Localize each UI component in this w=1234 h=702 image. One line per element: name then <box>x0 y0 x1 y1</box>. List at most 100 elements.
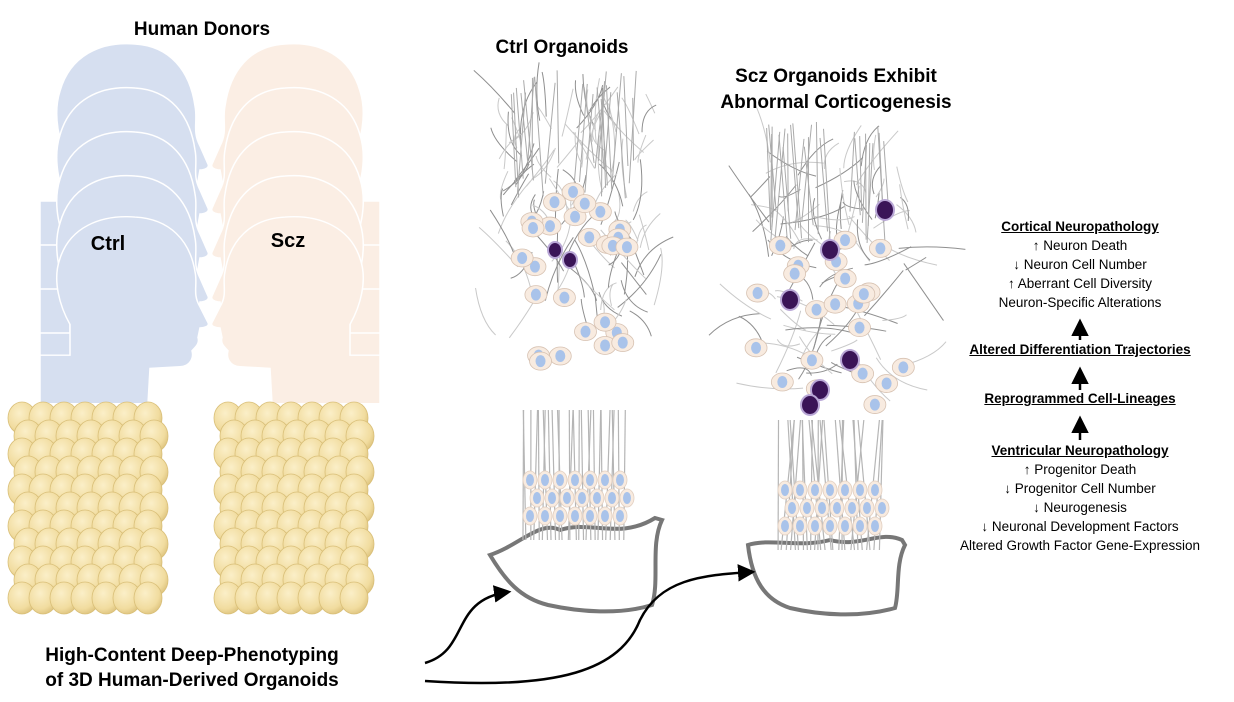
scz-organoid-grid <box>213 401 375 615</box>
progenitor-nucleus <box>586 474 594 486</box>
dendrite <box>896 166 909 203</box>
progenitor-nucleus <box>578 492 586 504</box>
dendrite <box>728 165 770 223</box>
method-caption-line2: of 3D Human-Derived Organoids <box>45 670 339 691</box>
radial-fiber <box>580 409 585 541</box>
cortical-item-2: ↓ Neuron Cell Number <box>1013 257 1147 272</box>
dendrite <box>541 71 547 117</box>
dendrite <box>860 125 880 167</box>
dendrite <box>500 188 504 217</box>
apical-dendrite <box>790 124 800 229</box>
neuron-nucleus <box>840 234 851 247</box>
neuron-nucleus <box>600 316 611 329</box>
apical-dendrite <box>849 131 855 212</box>
progenitor-nucleus <box>841 484 849 496</box>
dendrite <box>473 69 516 114</box>
dendrite <box>882 314 907 322</box>
apical-dendrite <box>766 128 772 231</box>
apical-dendrite <box>602 96 607 188</box>
apical-dendrite <box>865 133 867 240</box>
dendrite <box>576 85 604 129</box>
progenitor-nucleus <box>803 502 811 514</box>
progenitor-nucleus <box>811 520 819 532</box>
dendrite <box>645 93 656 114</box>
dendrite <box>819 267 853 288</box>
progenitor-nucleus <box>848 502 856 514</box>
progenitor-nucleus <box>811 484 819 496</box>
dendrite <box>603 110 645 153</box>
dendrite <box>629 310 652 337</box>
progenitor-nucleus <box>781 484 789 496</box>
dendrite <box>856 219 871 261</box>
dendrite <box>580 139 584 168</box>
cortical-item-3: ↑ Aberrant Cell Diversity <box>1007 276 1153 291</box>
progenitor-nucleus <box>796 484 804 496</box>
ventricular-item-4: ↓ Neuronal Development Factors <box>981 519 1179 534</box>
progenitor-nucleus <box>871 520 879 532</box>
dead-cell <box>840 349 860 371</box>
apical-dendrite <box>768 124 777 211</box>
dendrite <box>535 155 552 178</box>
dendrite <box>508 302 534 339</box>
dendrite <box>609 284 614 306</box>
dendrite <box>475 287 496 336</box>
apical-dendrite <box>623 76 629 167</box>
dendrite <box>632 159 643 221</box>
dendrite <box>765 161 824 174</box>
neuron-nucleus <box>559 291 570 304</box>
dendrite <box>779 308 806 331</box>
neuron-nucleus <box>752 287 763 300</box>
dendrite <box>775 310 802 374</box>
scz-donor-heads <box>210 42 381 405</box>
progenitor-nucleus <box>593 492 601 504</box>
scz-donor-label: Scz <box>270 230 306 252</box>
dendrite <box>531 147 556 180</box>
progenitor-nucleus <box>526 474 534 486</box>
neuron-nucleus <box>858 288 869 301</box>
ventricular-item-5: Altered Growth Factor Gene-Expression <box>959 538 1201 553</box>
dead-cell <box>562 251 578 269</box>
apical-dendrite <box>803 146 814 226</box>
progenitor-nucleus <box>871 484 879 496</box>
scz-organoid-illustration <box>708 103 966 617</box>
neuron-nucleus <box>570 210 581 223</box>
dendrite <box>839 167 850 226</box>
dendrite <box>611 192 621 224</box>
dendrite <box>864 246 912 266</box>
neuron-nucleus <box>789 267 800 280</box>
neuron-nucleus <box>617 336 628 349</box>
neuron-nucleus <box>529 260 540 273</box>
dendrite <box>905 256 927 271</box>
apical-dendrite <box>628 70 637 184</box>
neuron-nucleus <box>568 185 579 198</box>
neuron-nucleus <box>777 376 788 389</box>
progenitor-nucleus <box>556 510 564 522</box>
neuron-nucleus <box>806 354 817 367</box>
dendrite <box>752 184 797 232</box>
dead-cell <box>820 239 840 261</box>
dead-cell <box>810 379 830 401</box>
dendrite <box>503 124 507 170</box>
neuron-nucleus <box>528 221 539 234</box>
dendrite <box>637 134 647 163</box>
apical-dendrite <box>520 93 529 161</box>
cortical-item-4: Neuron-Specific Alterations <box>998 295 1162 310</box>
dead-cell <box>780 289 800 311</box>
progenitor-nucleus <box>541 510 549 522</box>
progenitor-nucleus <box>608 492 616 504</box>
ctrl-organoid-grid <box>7 401 169 615</box>
apical-dendrite <box>604 92 612 171</box>
dendrite <box>785 235 809 257</box>
dendrite <box>798 315 822 380</box>
progenitor-nucleus <box>571 510 579 522</box>
dendrite <box>497 97 509 127</box>
neuron-nucleus <box>751 341 762 354</box>
neuron-nucleus <box>854 321 865 334</box>
progenitor-nucleus <box>833 502 841 514</box>
dendrite <box>898 246 966 250</box>
dendrite <box>736 382 804 390</box>
progenitor-nucleus <box>563 492 571 504</box>
progenitor-nucleus <box>541 474 549 486</box>
apical-dendrite <box>801 124 813 221</box>
apical-dendrite <box>770 133 773 228</box>
